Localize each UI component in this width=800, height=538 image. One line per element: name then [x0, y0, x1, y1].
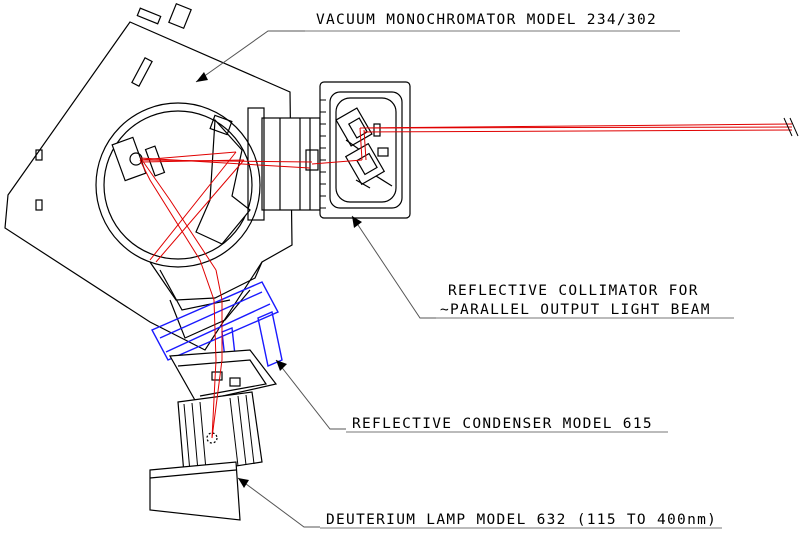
grating-mount	[111, 136, 166, 182]
beam-break-mark	[783, 117, 799, 137]
leader-monochromator	[195, 30, 305, 83]
label-lamp: DEUTERIUM LAMP MODEL 632 (115 TO 400nm)	[326, 512, 717, 528]
leader-condenser	[275, 359, 346, 430]
collimator-mirror-lower	[344, 142, 386, 189]
arrowheads	[196, 72, 362, 488]
collimator-mirror-upper	[335, 107, 373, 151]
leader-lamp	[237, 477, 320, 528]
monochromator-housing	[4, 2, 321, 351]
label-collimator-line1: REFLECTIVE COLLIMATOR FOR	[448, 283, 699, 299]
deuterium-lamp	[149, 349, 278, 521]
leader-lines	[195, 30, 436, 528]
label-monochromator: VACUUM MONOCHROMATOR MODEL 234/302	[316, 12, 657, 28]
leader-collimator	[351, 215, 436, 319]
light-beam	[139, 123, 793, 439]
label-collimator-line2: ~PARALLEL OUTPUT LIGHT BEAM	[440, 302, 711, 318]
label-condenser: REFLECTIVE CONDENSER MODEL 615	[352, 416, 653, 432]
